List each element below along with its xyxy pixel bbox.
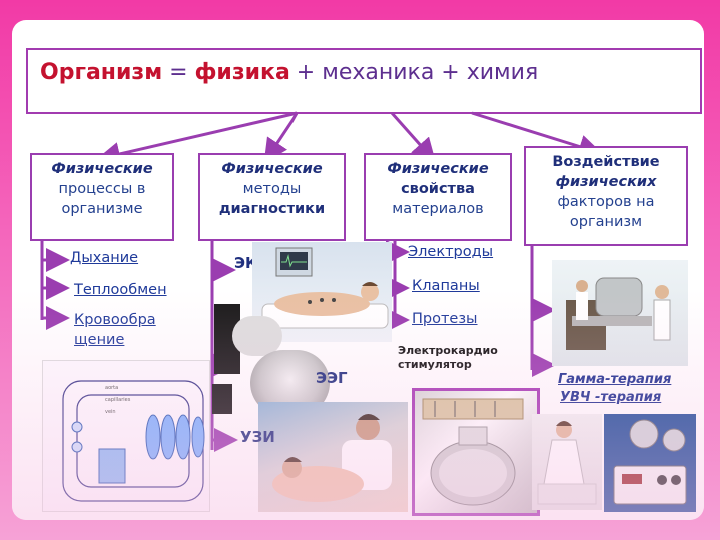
circulation-diagram-drawing: aorta capillaries vein bbox=[43, 361, 210, 512]
label-gamma-therapy: Гамма-терапия bbox=[558, 372, 671, 387]
pacemaker-photo-drawing bbox=[415, 391, 537, 513]
category-diagnostics-line2: методы bbox=[200, 179, 344, 199]
label-eeg: ЭЭГ bbox=[316, 369, 348, 387]
category-materials-line1: Физические bbox=[366, 159, 510, 179]
pacemaker-photo bbox=[412, 388, 540, 516]
link-valves[interactable]: Клапаны bbox=[412, 278, 480, 294]
uhf-device-photo-drawing bbox=[604, 414, 696, 512]
gamma-therapy-photo bbox=[552, 260, 688, 366]
category-diagnostics: Физические методы диагностики bbox=[198, 153, 346, 241]
category-diagnostics-line3: диагностики bbox=[200, 199, 344, 219]
label-pacemaker-line1: Электрокардио bbox=[398, 344, 498, 358]
slide: Организм = физика + механика + химия bbox=[12, 20, 704, 520]
gamma-therapy-photo-drawing bbox=[552, 260, 688, 366]
link-circulation-1[interactable]: Кровообра bbox=[74, 312, 156, 328]
category-processes-line1: Физические bbox=[32, 159, 172, 179]
ultrasound-photo bbox=[258, 402, 408, 512]
svg-text:vein: vein bbox=[105, 409, 116, 415]
label-pacemaker-line2: стимулятор bbox=[398, 358, 498, 372]
link-electrodes[interactable]: Электроды bbox=[408, 244, 493, 260]
category-factors-line2: физических bbox=[526, 172, 686, 192]
label-uhf-therapy: УВЧ -терапия bbox=[560, 390, 661, 405]
category-processes-line2: процессы в bbox=[32, 179, 172, 199]
link-heat-exchange[interactable]: Теплообмен bbox=[74, 282, 167, 298]
uhf-patient-photo-drawing bbox=[532, 414, 602, 510]
link-circulation-2[interactable]: щение bbox=[74, 332, 124, 348]
category-factors-line1: Воздействие bbox=[526, 152, 686, 172]
category-materials-line2: свойства bbox=[366, 179, 510, 199]
category-materials: Физические свойства материалов bbox=[364, 153, 512, 241]
uhf-patient-photo bbox=[532, 414, 602, 510]
link-prostheses[interactable]: Протезы bbox=[412, 311, 478, 327]
category-materials-line3: материалов bbox=[366, 199, 510, 219]
circulation-diagram: aorta capillaries vein bbox=[42, 360, 210, 512]
eeg-chart-strip bbox=[212, 384, 232, 414]
category-processes-line3: организме bbox=[32, 199, 172, 219]
svg-text:aorta: aorta bbox=[105, 385, 118, 391]
ultrasound-photo-drawing bbox=[258, 402, 408, 512]
label-ultrasound: УЗИ bbox=[240, 428, 275, 446]
category-factors: Воздействие физических факторов на орган… bbox=[524, 146, 688, 246]
uhf-device-photo bbox=[604, 414, 696, 512]
category-diagnostics-line1: Физические bbox=[200, 159, 344, 179]
category-factors-line4: организм bbox=[526, 212, 686, 232]
svg-text:capillaries: capillaries bbox=[105, 397, 131, 403]
category-processes: Физические процессы в организме bbox=[30, 153, 174, 241]
link-breathing[interactable]: Дыхание bbox=[70, 250, 138, 266]
label-pacemaker: Электрокардио стимулятор bbox=[398, 344, 498, 372]
category-factors-line3: факторов на bbox=[526, 192, 686, 212]
